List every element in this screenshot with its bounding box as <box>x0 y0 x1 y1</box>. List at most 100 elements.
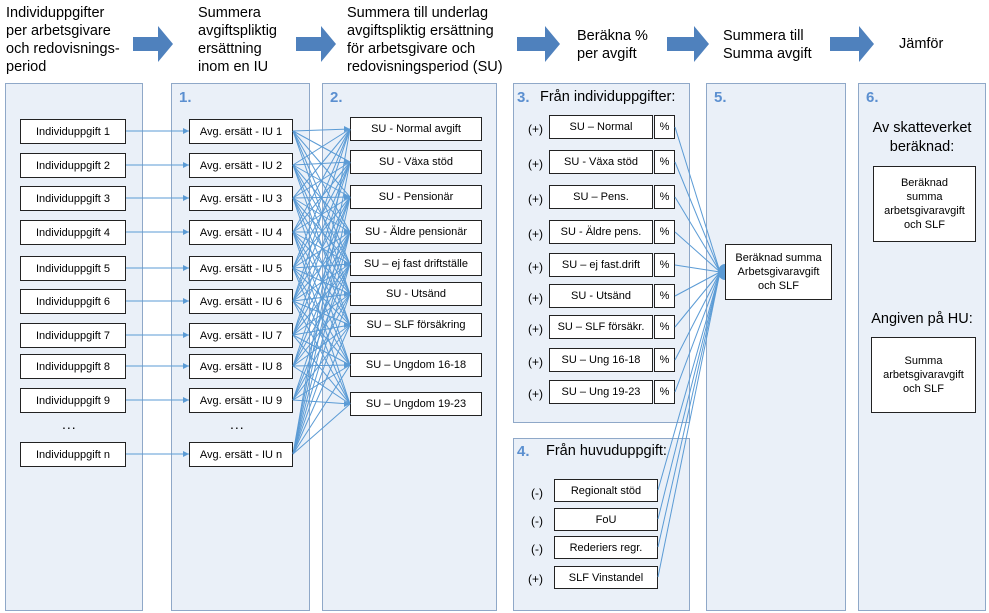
su-box: SU - Växa stöd <box>350 150 482 174</box>
iu-to-avg-arrowhead <box>183 162 189 168</box>
su-box: SU – SLF försäkring <box>350 313 482 337</box>
plus-sign: (+) <box>528 322 543 336</box>
plus-sign: (+) <box>528 227 543 241</box>
su-box: SU - Normal avgift <box>350 117 482 141</box>
hu-sign: (-) <box>531 542 543 556</box>
percent-box: % <box>654 115 675 139</box>
hu-sum-box: Summa arbetsgivaravgift och SLF <box>871 337 976 413</box>
avg-to-su-connector <box>292 324 351 401</box>
avg-to-su-connector <box>292 231 351 455</box>
header-summera-iu: Summera avgiftspliktig ersättning inom e… <box>198 5 277 75</box>
avg-to-su-connector <box>292 161 351 455</box>
avg-to-su-connector <box>292 293 351 401</box>
calc-box: SU – Normal <box>549 115 653 139</box>
su-box: SU – Ungdom 16-18 <box>350 353 482 377</box>
avg-to-su-connector <box>292 364 351 367</box>
avg-box: Avg. ersätt - IU 8 <box>189 354 293 379</box>
avg-ellipsis: ... <box>230 416 245 432</box>
avg-to-su-connector <box>292 161 351 336</box>
hu-box: FoU <box>554 508 658 531</box>
panel-number-4: 4. <box>517 443 530 460</box>
avg-to-su-connector <box>292 334 351 405</box>
hu-to-sum-connector <box>657 271 721 491</box>
calc-to-sum-connector <box>674 161 721 273</box>
calc-to-sum-connector <box>674 126 721 273</box>
panel-number-6: 6. <box>866 89 879 106</box>
header-berakna: Beräkna % per avgift <box>577 28 648 62</box>
avg-box: Avg. ersätt - IU 1 <box>189 119 293 144</box>
percent-box: % <box>654 220 675 244</box>
avg-to-su-connector <box>292 231 351 405</box>
plus-sign: (+) <box>528 260 543 274</box>
avg-to-su-connector <box>292 197 351 326</box>
avg-to-su-connector <box>292 324 351 367</box>
iu-to-avg-arrowhead <box>183 397 189 403</box>
flow-arrows <box>133 26 874 62</box>
calc-box: SU – SLF försäkr. <box>549 315 653 339</box>
hu-sign: (-) <box>531 514 543 528</box>
plus-sign: (+) <box>528 291 543 305</box>
avg-to-su-connector <box>292 128 351 166</box>
plus-sign: (+) <box>528 355 543 369</box>
percent-box: % <box>654 185 675 209</box>
calc-to-sum-connector <box>674 271 721 361</box>
su-box: SU - Utsänd <box>350 282 482 306</box>
calc-box: SU - Utsänd <box>549 284 653 308</box>
avg-to-su-connector <box>292 128 351 302</box>
calc-to-sum-connector <box>674 264 721 273</box>
iu-box: Individuppgift 9 <box>20 388 126 413</box>
section4-title: Från huvuduppgift: <box>546 443 667 459</box>
su-arrowhead <box>344 261 350 267</box>
skatteverket-label: Av skatteverket beräknad: <box>872 120 972 155</box>
flow-arrow-3 <box>517 26 560 62</box>
hu-box: SLF Vinstandel <box>554 566 658 589</box>
avg-to-su-connector <box>292 161 351 233</box>
su-arrowhead <box>344 322 350 328</box>
percent-box: % <box>654 284 675 308</box>
avg-to-su-connector <box>292 231 351 367</box>
hu-to-sum-connector <box>657 271 721 548</box>
avg-to-su-connector <box>292 128 351 269</box>
percent-box: % <box>654 348 675 372</box>
avg-to-su-connector <box>292 231 351 295</box>
su-arrowhead <box>344 126 350 132</box>
hu-sign: (-) <box>531 486 543 500</box>
hu-box: Rederiers regr. <box>554 536 658 559</box>
percent-box: % <box>654 380 675 404</box>
su-box: SU – ej fast driftställe <box>350 252 482 276</box>
iu-box: Individuppgift 6 <box>20 289 126 314</box>
skatteverket-box: Beräknad summa arbetsgivaravgift och SLF <box>873 166 976 242</box>
calc-box: SU – Ung 19-23 <box>549 380 653 404</box>
su-arrowhead <box>344 159 350 165</box>
calc-to-sum-connector <box>674 271 721 328</box>
flow-arrow-2 <box>296 26 336 62</box>
header-jamfor: Jämför <box>899 36 944 52</box>
su-box: SU – Ungdom 19-23 <box>350 392 482 416</box>
su-arrowhead <box>344 362 350 368</box>
calc-box: SU – Pens. <box>549 185 653 209</box>
su-box: SU - Äldre pensionär <box>350 220 482 244</box>
avg-to-su-connector <box>292 231 351 336</box>
iu-to-avg-arrowhead <box>183 451 189 457</box>
panel-number-2: 2. <box>330 89 343 106</box>
su-arrowhead <box>344 291 350 297</box>
hu-sign: (+) <box>528 572 543 586</box>
avg-box: Avg. ersätt - IU 2 <box>189 153 293 178</box>
calculated-sum-box: Beräknad summa Arbetsgivaravgift och SLF <box>725 244 832 300</box>
plus-sign: (+) <box>528 122 543 136</box>
panel-number-5: 5. <box>714 89 727 106</box>
avg-to-su-connector <box>292 263 351 455</box>
sum-hub-arrowhead <box>718 264 725 280</box>
hu-label: Angiven på HU: <box>871 311 973 327</box>
hu-to-sum-connector <box>657 271 721 520</box>
avg-to-su-connector <box>292 334 351 366</box>
avg-box: Avg. ersätt - IU 3 <box>189 186 293 211</box>
iu-box: Individuppgift 1 <box>20 119 126 144</box>
panel-number-3: 3. <box>517 89 530 106</box>
iu-to-avg-arrowhead <box>183 128 189 134</box>
iu-box: Individuppgift 8 <box>20 354 126 379</box>
iu-box: Individuppgift 5 <box>20 256 126 281</box>
avg-to-su-connector <box>292 293 351 367</box>
plus-sign: (+) <box>528 157 543 171</box>
